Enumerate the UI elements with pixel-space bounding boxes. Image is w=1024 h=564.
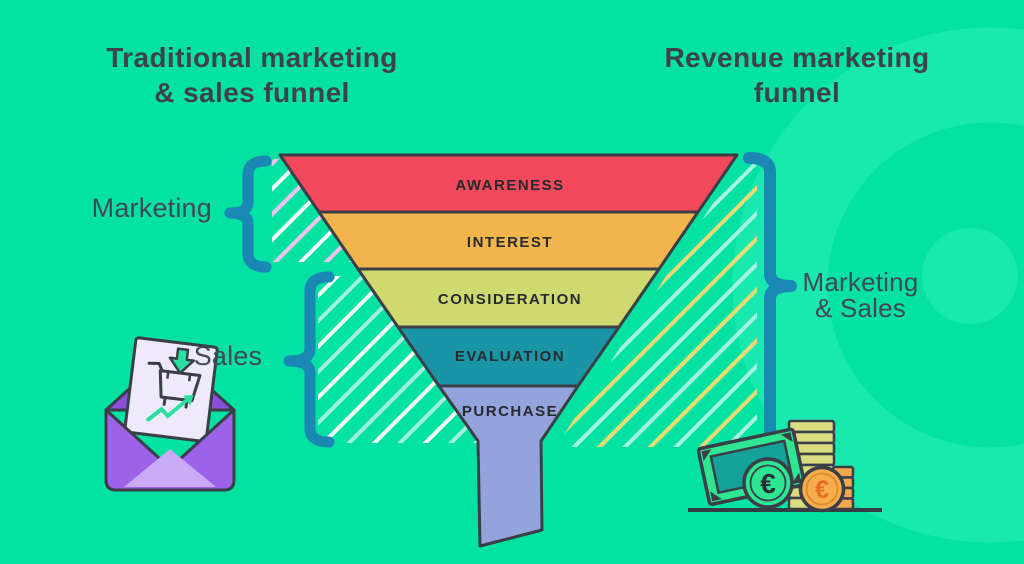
download-arrow-icon [168, 347, 196, 375]
marketing-and-sales-line1: Marketing [802, 267, 919, 297]
funnel-stage-purchase [437, 384, 580, 548]
sales-label: Sales [193, 341, 263, 371]
euro-coin-green: € [742, 457, 794, 509]
marketing-label: Marketing [91, 193, 212, 223]
left-heading: Traditional marketing & sales funnel [52, 40, 452, 110]
euro-symbol: € [760, 468, 776, 499]
stage-label-purchase: PURCHASE [462, 403, 558, 420]
stage-label-awareness: AWARENESS [455, 177, 564, 194]
envelope-inner-fold [124, 449, 216, 487]
envelope-with-cart-icon [104, 336, 236, 492]
hatch-revenue-region [556, 158, 757, 447]
left-heading-line1: Traditional marketing [106, 42, 398, 73]
right-heading: Revenue marketing funnel [597, 40, 997, 110]
sales-brace [283, 271, 335, 448]
envelope-paper [123, 336, 219, 443]
euro-symbol: € [815, 476, 829, 504]
stage-label-evaluation: EVALUATION [455, 348, 565, 365]
marketing-and-sales-label: Marketing & Sales [788, 269, 933, 321]
funnel [278, 153, 739, 548]
banknote-and-coins-icon: € € [688, 419, 882, 513]
marketing-brace [224, 155, 272, 273]
stage-label-interest: INTEREST [467, 234, 553, 251]
stage-label-consideration: CONSIDERATION [438, 291, 582, 308]
left-heading-line2: & sales funnel [154, 77, 350, 108]
trend-arrow-icon [146, 394, 194, 422]
right-heading-line2: funnel [753, 77, 841, 108]
right-heading-line1: Revenue marketing [664, 42, 930, 73]
funnel-stage-labels: AWARENESS INTEREST CONSIDERATION EVALUAT… [438, 177, 582, 420]
euro-coin-orange: € [798, 465, 846, 513]
envelope-pocket [104, 408, 236, 492]
marketing-and-sales-line2: & Sales [814, 293, 906, 323]
hatch-sales-region [318, 276, 480, 443]
